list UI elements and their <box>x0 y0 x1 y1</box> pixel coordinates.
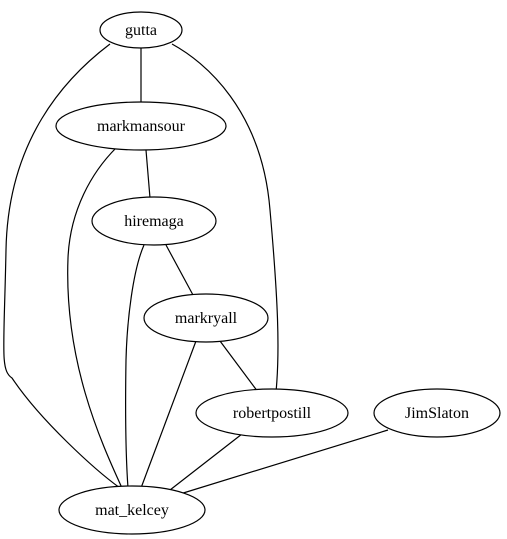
edge-gutta-mat_kelcey <box>3 43 121 489</box>
edge-hiremaga-markryall <box>165 244 194 296</box>
node-mat_kelcey: mat_kelcey <box>58 485 206 535</box>
node-hiremaga: hiremaga <box>91 196 217 246</box>
edge-markmansour-hiremaga <box>145 149 151 199</box>
node-JimSlaton-shape <box>373 388 501 438</box>
node-gutta-shape <box>99 11 183 49</box>
node-hiremaga-shape <box>91 196 217 246</box>
node-hiremaga-label: hiremaga <box>124 213 184 230</box>
node-mat_kelcey-label: mat_kelcey <box>95 502 169 519</box>
edge-JimSlaton-mat_kelcey <box>179 429 389 495</box>
node-gutta-label: gutta <box>125 22 157 39</box>
edges <box>3 43 389 495</box>
node-markryall: markryall <box>143 293 269 343</box>
nodes: gutta markmansour hiremaga markryall rob… <box>55 11 501 535</box>
edge-markryall-robertpostill <box>219 340 259 393</box>
edge-hiremaga-mat_kelcey <box>125 244 145 489</box>
node-markmansour-shape <box>55 101 227 151</box>
node-robertpostill-label: robertpostill <box>233 405 312 422</box>
node-JimSlaton-label: JimSlaton <box>405 405 469 422</box>
edge-robertpostill-mat_kelcey <box>169 433 243 491</box>
node-gutta: gutta <box>99 11 183 49</box>
node-mat_kelcey-shape <box>58 485 206 535</box>
node-markmansour: markmansour <box>55 101 227 151</box>
node-markryall-label: markryall <box>175 310 238 327</box>
node-robertpostill-shape <box>195 388 349 438</box>
node-markryall-shape <box>143 293 269 343</box>
node-robertpostill: robertpostill <box>195 388 349 438</box>
node-JimSlaton: JimSlaton <box>373 388 501 438</box>
node-markmansour-label: markmansour <box>97 118 186 135</box>
edge-gutta-robertpostill <box>171 43 279 393</box>
edge-markmansour-mat_kelcey <box>67 147 123 489</box>
edge-markryall-mat_kelcey <box>140 340 197 489</box>
